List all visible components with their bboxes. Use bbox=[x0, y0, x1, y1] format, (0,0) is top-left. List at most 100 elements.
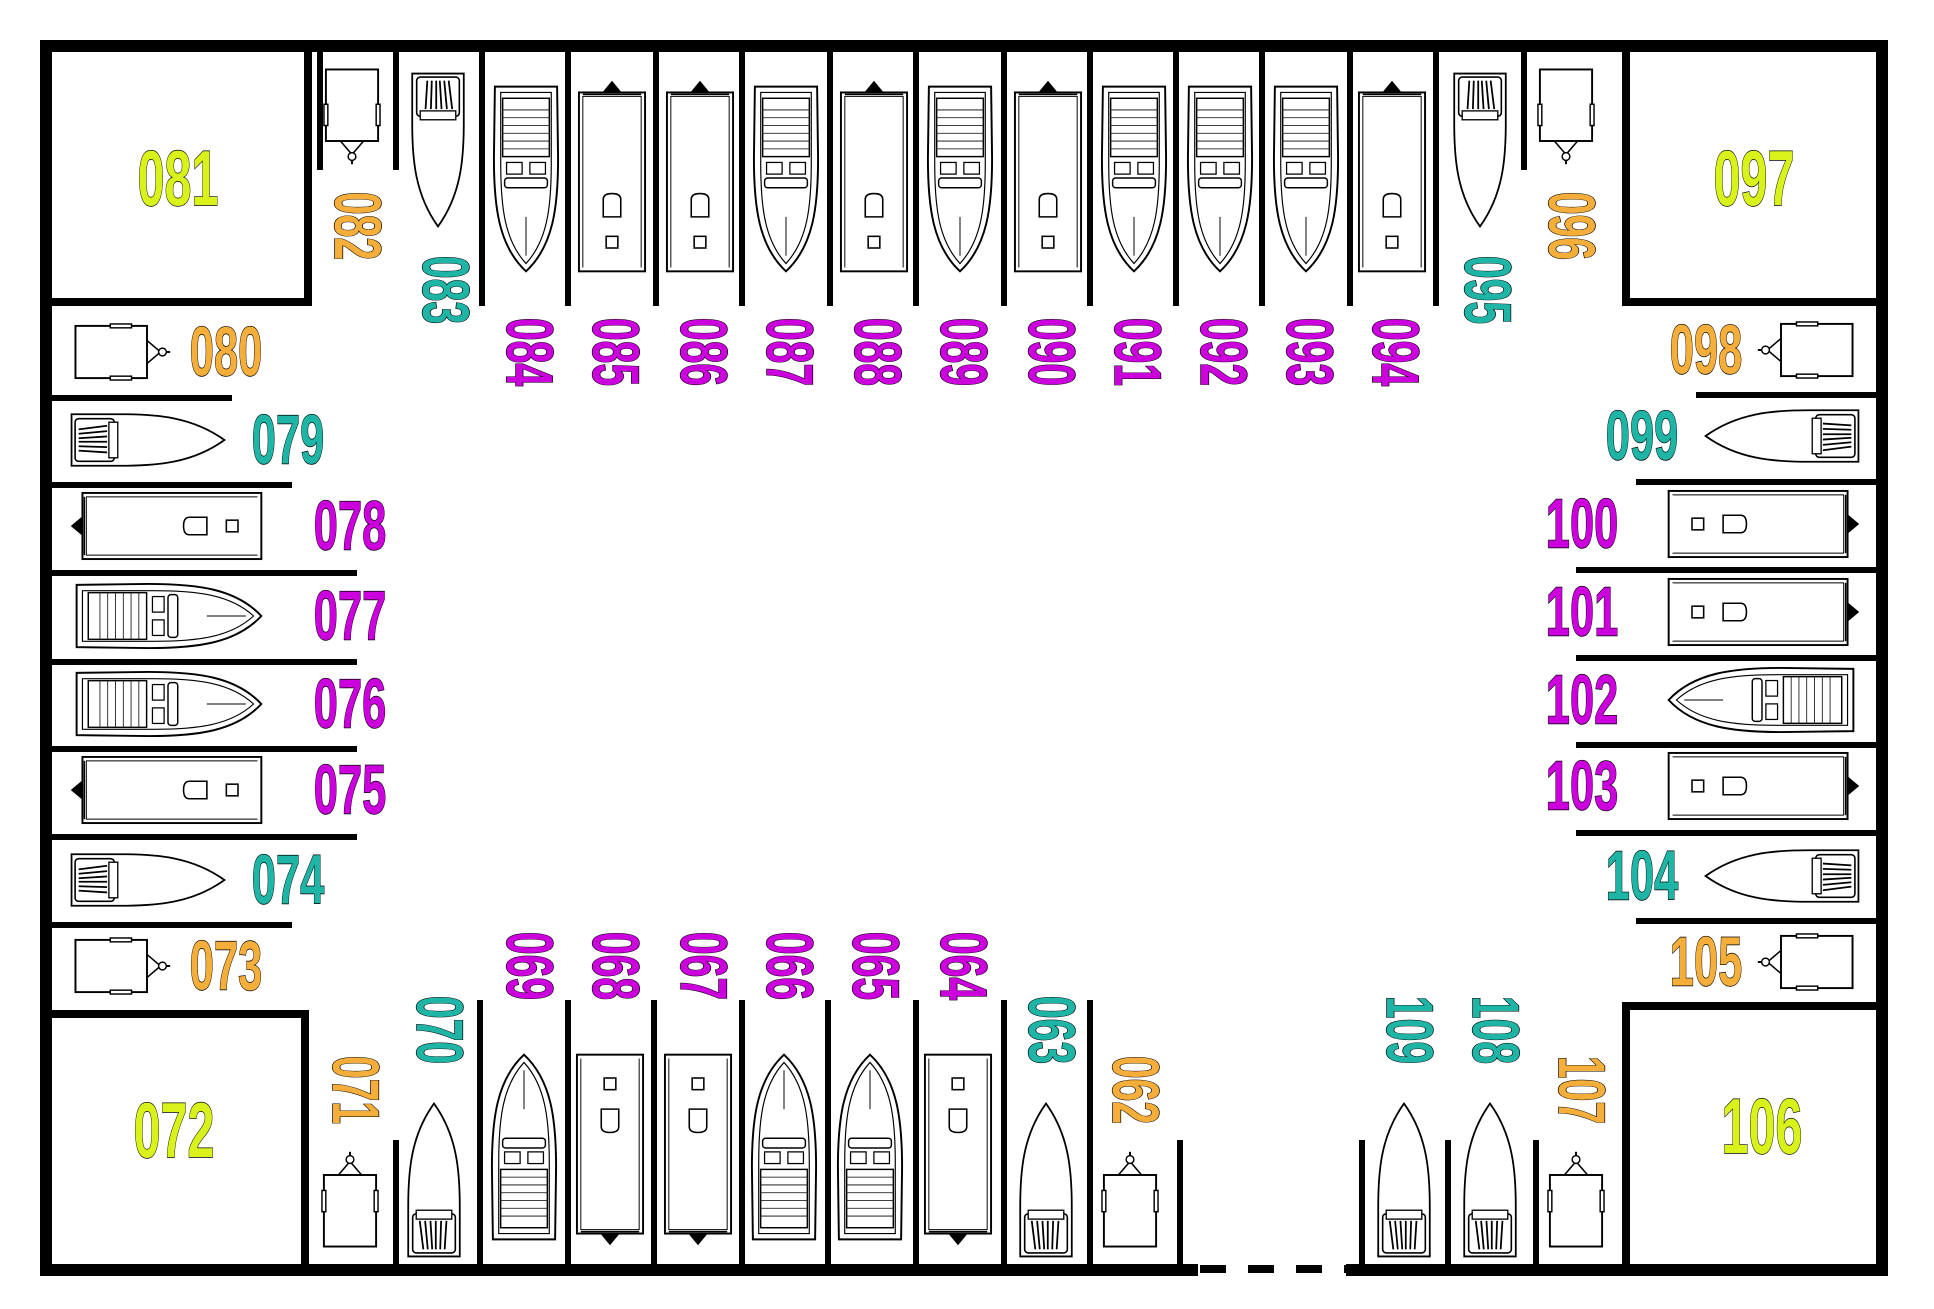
slip-vessel-073 bbox=[74, 936, 172, 996]
slip-label-091[interactable]: 091 bbox=[1100, 317, 1176, 386]
slip-label-084[interactable]: 084 bbox=[492, 317, 568, 387]
slip-label-083[interactable]: 083 bbox=[408, 255, 484, 324]
corner-block-106 bbox=[1622, 1002, 1876, 1264]
slip-vessel-086 bbox=[665, 79, 735, 273]
slip-label-095[interactable]: 095 bbox=[1450, 255, 1526, 324]
slip-layer bbox=[52, 52, 1876, 1264]
slip-label-082[interactable]: 082 bbox=[320, 191, 396, 260]
slip-vessel-080 bbox=[74, 322, 172, 382]
corner-block-072 bbox=[52, 1010, 309, 1264]
slip-vessel-093 bbox=[1272, 85, 1340, 273]
slip-label-076[interactable]: 076 bbox=[313, 664, 386, 743]
corner-label-072[interactable]: 072 bbox=[133, 1086, 215, 1175]
slip-vessel-094 bbox=[1357, 79, 1427, 273]
slip-label-093[interactable]: 093 bbox=[1272, 317, 1348, 386]
slip-vessel-075 bbox=[69, 755, 263, 825]
slip-label-107[interactable]: 107 bbox=[1544, 1055, 1620, 1124]
slip-label-068[interactable]: 068 bbox=[578, 931, 654, 1000]
slip-label-103[interactable]: 103 bbox=[1545, 746, 1618, 825]
slip-vessel-092 bbox=[1186, 85, 1254, 273]
slip-label-078[interactable]: 078 bbox=[313, 486, 386, 565]
slip-vessel-077 bbox=[75, 582, 263, 650]
slip-label-074[interactable]: 074 bbox=[251, 840, 325, 919]
corner-block-081 bbox=[52, 52, 312, 306]
slip-vessel-070 bbox=[407, 1102, 461, 1258]
slip-vessel-071 bbox=[320, 1150, 380, 1248]
slip-label-067[interactable]: 067 bbox=[666, 931, 742, 1000]
slip-vessel-074 bbox=[70, 853, 226, 907]
slip-vessel-101 bbox=[1667, 577, 1861, 647]
slip-label-094[interactable]: 094 bbox=[1358, 317, 1434, 387]
slip-label-062[interactable]: 062 bbox=[1098, 1055, 1174, 1124]
slip-label-075[interactable]: 075 bbox=[313, 750, 386, 829]
slip-vessel-076 bbox=[75, 670, 263, 738]
slip-vessel-102 bbox=[1667, 666, 1855, 734]
slip-vessel-084 bbox=[492, 85, 560, 273]
slip-vessel-067 bbox=[663, 1053, 733, 1247]
slip-label-073[interactable]: 073 bbox=[189, 926, 262, 1005]
slip-vessel-108 bbox=[1463, 1102, 1517, 1258]
slip-vessel-064 bbox=[923, 1053, 993, 1247]
slip-vessel-109 bbox=[1377, 1102, 1431, 1258]
slip-label-080[interactable]: 080 bbox=[189, 312, 262, 391]
slip-vessel-096 bbox=[1536, 68, 1596, 166]
slip-vessel-087 bbox=[752, 85, 820, 273]
slip-label-092[interactable]: 092 bbox=[1186, 317, 1262, 386]
outer-walls bbox=[40, 40, 1888, 1276]
slip-vessel-066 bbox=[750, 1053, 818, 1241]
slip-vessel-091 bbox=[1100, 85, 1168, 273]
slip-vessel-065 bbox=[836, 1053, 904, 1241]
slip-vessel-088 bbox=[839, 79, 909, 273]
slip-vessel-089 bbox=[926, 85, 994, 273]
slip-label-065[interactable]: 065 bbox=[838, 931, 914, 1000]
corner-label-106[interactable]: 106 bbox=[1721, 1082, 1803, 1171]
slip-vessel-103 bbox=[1667, 751, 1861, 821]
corner-label-097[interactable]: 097 bbox=[1713, 134, 1795, 223]
slip-label-105[interactable]: 105 bbox=[1669, 922, 1742, 1001]
slip-vessel-062 bbox=[1100, 1150, 1160, 1248]
corner-label-081[interactable]: 081 bbox=[137, 134, 219, 223]
slip-label-087[interactable]: 087 bbox=[752, 317, 828, 386]
slip-label-098[interactable]: 098 bbox=[1669, 310, 1742, 389]
slip-vessel-099 bbox=[1704, 409, 1860, 463]
slip-label-085[interactable]: 085 bbox=[578, 317, 654, 386]
slip-label-077[interactable]: 077 bbox=[313, 576, 386, 655]
slip-vessel-098 bbox=[1756, 320, 1854, 380]
slip-label-069[interactable]: 069 bbox=[492, 931, 568, 1000]
corner-block-097 bbox=[1622, 52, 1876, 306]
slip-label-066[interactable]: 066 bbox=[752, 931, 828, 1000]
slip-vessel-082 bbox=[322, 68, 382, 166]
slip-label-079[interactable]: 079 bbox=[251, 400, 324, 479]
slip-label-090[interactable]: 090 bbox=[1014, 317, 1090, 386]
slip-vessel-090 bbox=[1013, 79, 1083, 273]
slip-vessel-068 bbox=[575, 1053, 645, 1247]
slip-label-088[interactable]: 088 bbox=[840, 317, 916, 386]
slip-label-063[interactable]: 063 bbox=[1014, 995, 1090, 1064]
slip-vessel-078 bbox=[69, 491, 263, 561]
slip-label-099[interactable]: 099 bbox=[1605, 396, 1678, 475]
slip-label-070[interactable]: 070 bbox=[402, 995, 478, 1064]
slip-label-086[interactable]: 086 bbox=[666, 317, 742, 386]
slip-vessel-104 bbox=[1704, 849, 1860, 903]
slip-label-108[interactable]: 108 bbox=[1458, 995, 1534, 1064]
slip-label-101[interactable]: 101 bbox=[1545, 572, 1618, 651]
slip-vessel-083 bbox=[411, 72, 465, 228]
slip-vessel-105 bbox=[1756, 932, 1854, 992]
slip-label-104[interactable]: 104 bbox=[1605, 836, 1679, 915]
slip-label-071[interactable]: 071 bbox=[318, 1055, 394, 1124]
slip-vessel-107 bbox=[1546, 1150, 1606, 1248]
slip-vessel-095 bbox=[1453, 72, 1507, 228]
slip-label-096[interactable]: 096 bbox=[1534, 191, 1610, 260]
slip-label-109[interactable]: 109 bbox=[1372, 995, 1448, 1064]
slip-label-089[interactable]: 089 bbox=[926, 317, 1002, 386]
slip-vessel-079 bbox=[70, 413, 226, 467]
slip-label-100[interactable]: 100 bbox=[1545, 484, 1618, 563]
slip-vessel-069 bbox=[490, 1053, 558, 1241]
slip-label-102[interactable]: 102 bbox=[1545, 660, 1618, 739]
slip-label-064[interactable]: 064 bbox=[926, 931, 1002, 1001]
slip-vessel-100 bbox=[1667, 489, 1861, 559]
slip-vessel-063 bbox=[1019, 1102, 1073, 1258]
slip-vessel-085 bbox=[577, 79, 647, 273]
